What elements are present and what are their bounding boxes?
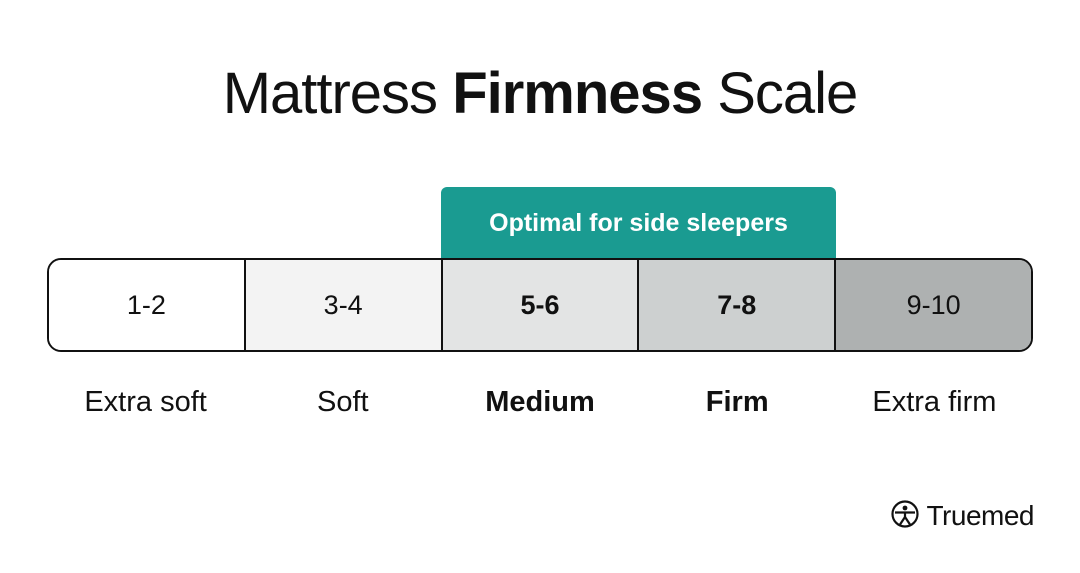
optimal-side-sleepers-banner: Optimal for side sleepers [441, 187, 836, 259]
title-suffix: Scale [717, 61, 858, 126]
segment-1-2: 1-2 [49, 260, 246, 350]
label-soft: Soft [317, 386, 369, 418]
page-title: Mattress Firmness Scale [0, 58, 1080, 130]
segment-9-10: 9-10 [836, 260, 1031, 350]
brand-name: Truemed [926, 500, 1034, 531]
segment-range: 5-6 [520, 289, 560, 320]
segment-range: 3-4 [323, 289, 363, 320]
title-prefix: Mattress [222, 61, 438, 126]
firmness-scale-bar: 1-2 3-4 5-6 7-8 9-10 [47, 258, 1033, 352]
title-bold: Firmness [452, 61, 703, 126]
segment-7-8: 7-8 [639, 260, 837, 350]
segment-range: 7-8 [717, 289, 757, 320]
label-extra-firm: Extra firm [872, 386, 997, 418]
truemed-logo-icon [890, 499, 920, 534]
segment-range: 9-10 [906, 289, 961, 320]
highlight-label: Optimal for side sleepers [489, 208, 788, 237]
label-extra-soft: Extra soft [84, 386, 207, 418]
firmness-labels: Extra soft Soft Medium Firm Extra firm [47, 378, 1033, 426]
segment-3-4: 3-4 [245, 260, 443, 350]
segment-5-6: 5-6 [442, 260, 640, 350]
label-firm: Firm [705, 386, 769, 418]
segment-range: 1-2 [126, 289, 166, 320]
brand-logo: Truemed [890, 498, 1034, 534]
label-medium: Medium [485, 386, 595, 418]
